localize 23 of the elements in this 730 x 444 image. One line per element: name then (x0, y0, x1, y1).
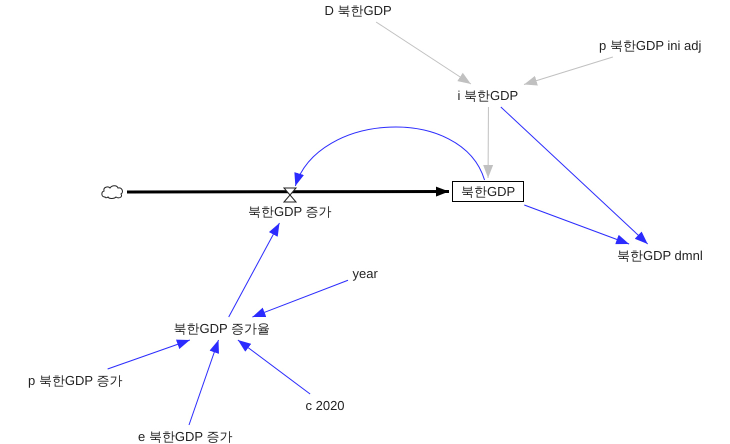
arrow (228, 222, 280, 318)
variable-label: i 북한GDP (456, 86, 520, 104)
arrow (524, 204, 630, 244)
arrow (500, 106, 648, 244)
arrow (252, 280, 348, 318)
arrow (483, 106, 494, 178)
arrow (237, 340, 311, 394)
variable-label: c 2020 (304, 396, 347, 414)
variable-label: 북한GDP dmnl (615, 246, 705, 264)
variable-label: 북한GDP 증가율 (172, 320, 272, 336)
flow-label: 북한GDP 증가 (247, 202, 333, 220)
variable-label: e 북한GDP 증가 (136, 428, 234, 444)
arrow (107, 340, 190, 370)
flow-pipe (127, 186, 449, 197)
variable-label: p 북한GDP ini adj (597, 36, 704, 54)
arrow (524, 56, 614, 86)
stock-box: 북한GDP (452, 180, 524, 202)
variable-label: year (350, 264, 380, 282)
arrow (294, 126, 486, 186)
variable-label: D 북한GDP (322, 2, 394, 18)
arrow (376, 22, 472, 84)
variable-label: p 북한GDP 증가 (26, 372, 124, 388)
arrow (188, 340, 219, 426)
